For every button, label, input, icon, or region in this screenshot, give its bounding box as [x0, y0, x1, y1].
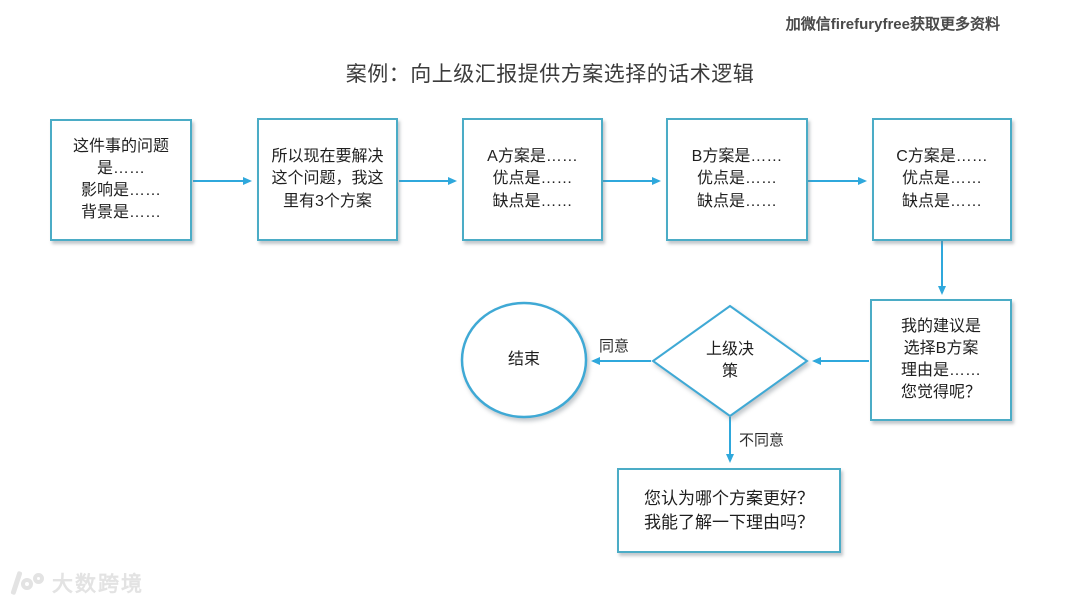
flow-node-ask-reason: 您认为哪个方案更好？ 我能了解一下理由吗？: [617, 468, 841, 553]
decision-diamond-label: 上级决 策: [705, 340, 754, 380]
footer-logo-label: 大数跨境: [52, 573, 144, 596]
decision-diamond-shape: [651, 304, 809, 418]
end-circle-label: 结束: [507, 350, 540, 368]
edge-label-agree: 同意: [599, 338, 630, 355]
end-circle-shape: [460, 301, 588, 419]
edge-label-disagree: 不同意: [739, 432, 785, 449]
flow-node-plan-b: B方案是…… 优点是…… 缺点是……: [666, 118, 808, 241]
flow-node-suggestion: 我的建议是 选择B方案 理由是…… 您觉得呢？: [870, 299, 1012, 421]
logo-100-icon: [10, 570, 46, 596]
flow-node-plan-c: C方案是…… 优点是…… 缺点是……: [872, 118, 1012, 241]
flow-node-solve: 所以现在要解决 这个问题，我这 里有3个方案: [257, 118, 398, 241]
top-right-watermark: 加微信firefuryfree获取更多资料: [785, 16, 1000, 33]
flow-node-plan-a: A方案是…… 优点是…… 缺点是……: [462, 118, 603, 241]
footer-logo: 大数跨境: [10, 568, 144, 598]
page-title: 案例：向上级汇报提供方案选择的话术逻辑: [345, 63, 755, 86]
flow-node-problem: 这件事的问题 是…… 影响是…… 背景是……: [50, 119, 192, 241]
